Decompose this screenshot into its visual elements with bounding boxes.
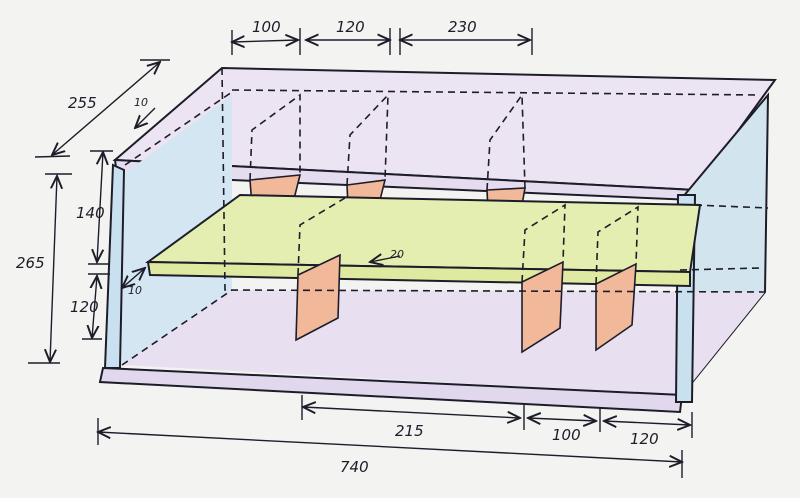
dim-label-bottom-1: 215: [395, 422, 424, 440]
bottom-front-edge: [98, 366, 684, 414]
dim-label-top-3: 230: [448, 18, 477, 36]
left-front-post: [103, 163, 126, 369]
dim-label-top-1: 100: [252, 18, 281, 36]
dim-label-total-width: 740: [340, 458, 369, 476]
lower-divider-1: [295, 253, 341, 342]
dim-label-shelf-thickness: 20: [390, 248, 404, 261]
lower-divider-2: [521, 260, 564, 354]
dim-label-upper-height: 140: [76, 204, 105, 222]
dim-label-depth: 255: [68, 94, 97, 112]
left-side-panel: [122, 95, 232, 365]
dim-label-shelf-inset: 10: [128, 284, 142, 297]
lower-divider-3: [595, 262, 637, 352]
dim-label-bottom-2: 100: [552, 426, 581, 444]
dimension-lines: [28, 28, 693, 478]
dim-label-top-2: 120: [336, 18, 365, 36]
dim-label-lower-height: 120: [70, 298, 99, 316]
dim-label-bottom-3: 120: [630, 430, 659, 448]
dim-label-back-inset: 10: [134, 96, 148, 109]
dim-label-total-height: 265: [16, 254, 45, 272]
middle-shelf: [145, 193, 702, 274]
